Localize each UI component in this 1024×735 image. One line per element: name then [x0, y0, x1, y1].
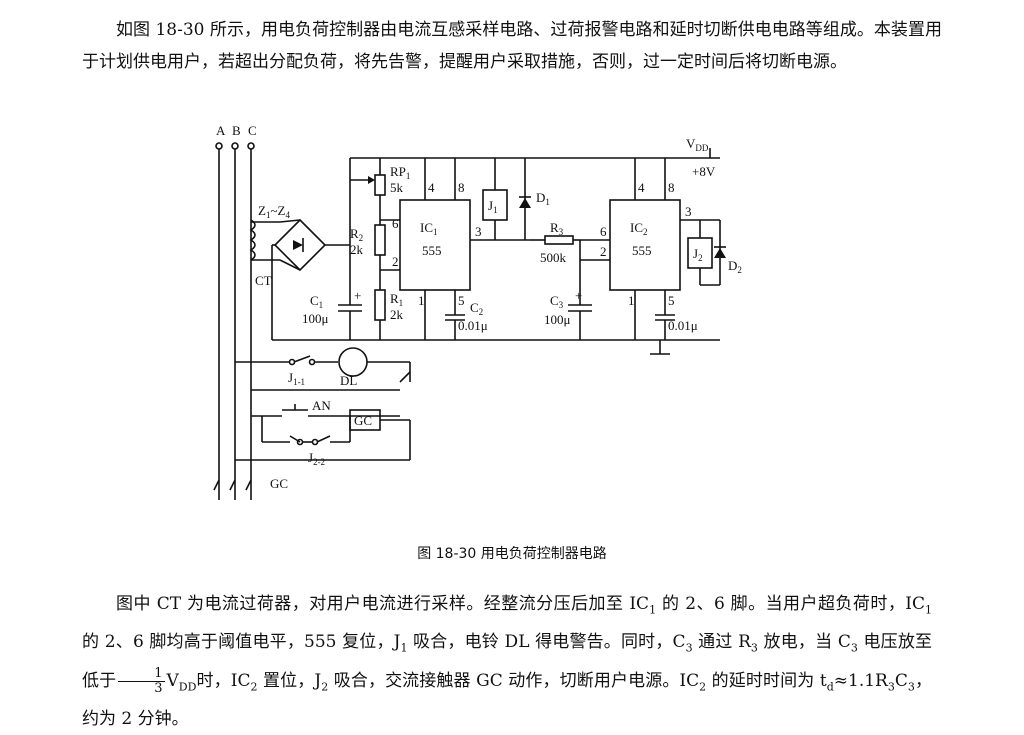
- svg-text:8: 8: [668, 180, 675, 195]
- r1-resistor: [374, 289, 386, 321]
- c1-label: C1: [310, 293, 323, 310]
- r3-resistor: [544, 235, 574, 245]
- ic2-type: 555: [632, 243, 652, 258]
- ct-label: CT: [255, 273, 272, 288]
- r1-label: R1: [390, 291, 403, 308]
- d1-diode-icon: [519, 198, 531, 208]
- svg-text:6: 6: [392, 216, 399, 231]
- figure-caption: 图 18-30 用电负荷控制器电路: [417, 546, 607, 562]
- svg-text:2: 2: [600, 244, 607, 259]
- dl-label: DL: [340, 373, 357, 388]
- svg-text:5: 5: [458, 293, 465, 308]
- terminal-a: [215, 142, 223, 150]
- rp1-value: 5k: [390, 180, 404, 195]
- j11-label: J1-1: [288, 370, 305, 387]
- svg-text:1: 1: [628, 293, 635, 308]
- phase-a-label: A: [216, 123, 226, 138]
- svg-text:5: 5: [668, 293, 675, 308]
- terminal-c: [247, 142, 255, 150]
- svg-text:3: 3: [685, 204, 692, 219]
- c5-value: 0.01μ: [668, 318, 698, 333]
- svg-text:1: 1: [418, 293, 425, 308]
- explanation-paragraph: 图中 CT 为电流过荷器，对用户电流进行采样。经整流分压后加至 IC1 的 2、…: [82, 594, 933, 730]
- vdd-label: VDD: [686, 136, 709, 153]
- rp1-label: RP1: [390, 164, 410, 181]
- gc-label: GC: [354, 413, 372, 428]
- ic1-chip: [399, 199, 471, 291]
- phase-c-label: C: [248, 123, 257, 138]
- svg-text:4: 4: [638, 180, 645, 195]
- gc-bottom-label: GC: [270, 476, 288, 491]
- c3-label: C3: [550, 293, 564, 310]
- gc-contacts: [213, 479, 252, 491]
- j2-label: J2: [693, 246, 703, 263]
- ic2-chip: [609, 199, 681, 291]
- c1-value: 100μ: [302, 311, 329, 326]
- j11-contact: [293, 355, 311, 363]
- d2-diode-icon: [714, 248, 726, 258]
- ct-coil: [249, 219, 256, 261]
- svg-text:2: 2: [392, 254, 399, 269]
- c2-value: 0.01μ: [458, 318, 488, 333]
- c3-value: 100μ: [544, 312, 571, 327]
- r1-value: 2k: [390, 307, 404, 322]
- d2-label: D2: [728, 258, 742, 275]
- c2-label: C2: [470, 300, 483, 317]
- j22-label: J2-2: [308, 450, 325, 467]
- terminal-b: [231, 142, 239, 150]
- ic1-type: 555: [422, 243, 442, 258]
- z-label: Z1~Z4: [258, 203, 290, 220]
- svg-text:3: 3: [475, 224, 482, 239]
- svg-text:+: +: [575, 288, 582, 303]
- svg-text:4: 4: [428, 180, 435, 195]
- ic1-label: IC1: [420, 220, 438, 237]
- r2-label: R2: [350, 226, 363, 243]
- j1-label: J1: [488, 198, 498, 215]
- r3-value: 500k: [540, 250, 567, 265]
- ic2-label: IC2: [630, 220, 648, 237]
- r2-resistor: [374, 224, 386, 256]
- circuit-diagram: A B C GC VDD +8V CT Z1~Z4 + C1 100μ RP1 …: [213, 123, 742, 500]
- vplus-label: +8V: [692, 164, 716, 179]
- svg-text:8: 8: [458, 180, 465, 195]
- intro-paragraph: 如图 18-30 所示，用电负荷控制器由电流互感采样电路、过荷报警电路和延时切断…: [82, 20, 942, 72]
- an-label: AN: [312, 398, 331, 413]
- svg-text:6: 6: [600, 224, 607, 239]
- r2-value: 2k: [350, 242, 364, 257]
- dl-bell-icon: [338, 347, 368, 377]
- r3-label: R3: [550, 220, 564, 237]
- d1-label: D1: [536, 190, 550, 207]
- rp1-wiper-icon: [368, 176, 375, 184]
- phase-b-label: B: [232, 123, 241, 138]
- rp1-resistor: [374, 174, 386, 196]
- j22-contact: [316, 435, 331, 443]
- svg-text:+: +: [354, 288, 361, 303]
- bridge-diode-icon: [293, 240, 303, 250]
